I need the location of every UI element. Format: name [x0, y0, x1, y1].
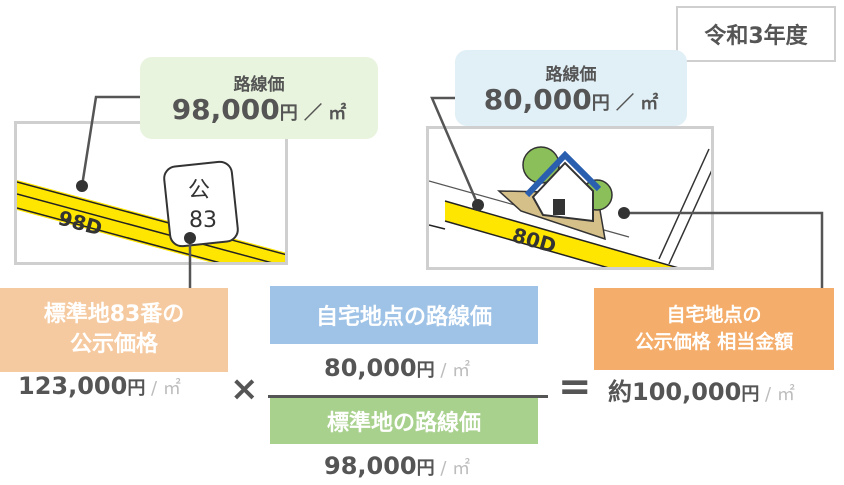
right-map-drawing: 80D: [429, 146, 711, 267]
right-road-price-caption: 路線価: [545, 65, 597, 86]
standard-land-marker: [184, 232, 196, 244]
left-price-leader: [80, 95, 140, 187]
left-road-price-caption: 路線価: [233, 75, 285, 96]
standard-land-sign-line2: 83: [189, 208, 217, 233]
left-road-price-callout: 路線価 98,000円 ／ ㎡: [140, 57, 378, 139]
standard-land-label-line2: 公示価格: [69, 332, 158, 357]
right-road-edge-bottom: [444, 220, 609, 267]
equivalent-price-value: 約100,000円 / ㎡: [608, 372, 795, 407]
home-point-road-price-label: 自宅地点の路線価: [270, 286, 538, 344]
left-road-price-unit: 円 ／ ㎡: [279, 103, 347, 125]
equivalent-label-line1: 自宅地点の: [666, 304, 762, 327]
multiply-operator: ×: [230, 369, 259, 409]
right-road-price-unit: 円 ／ ㎡: [591, 93, 659, 115]
house-icon: [531, 161, 594, 223]
standard-price-amount: 123,000: [18, 372, 128, 400]
right-road-price-value: 80,000円 ／ ㎡: [483, 83, 659, 117]
standard-road-price-yen: 円: [416, 458, 435, 479]
left-road-edge-bottom: [17, 207, 220, 262]
right-map-cross-road-a: [658, 148, 710, 260]
left-road-price-value: 98,000円 ／ ㎡: [171, 93, 347, 127]
right-map-cross-road-b: [668, 170, 711, 265]
right-road-price-callout: 路線価 80,000円 ／ ㎡: [455, 50, 687, 126]
house-roof-icon: [524, 150, 602, 198]
standard-road-price-amount: 98,000: [324, 452, 417, 480]
home-road-price-value: 80,000円 / ㎡: [324, 354, 470, 382]
fraction-line: [268, 395, 548, 398]
left-map: 98D 公 83: [14, 121, 288, 265]
equivalent-price-amount: 約100,000: [608, 378, 742, 406]
left-road-price-amount: 98,000: [171, 93, 280, 127]
right-road-edge-top: [444, 200, 678, 267]
standard-price-value: 123,000円 / ㎡: [18, 372, 181, 400]
home-point-marker: [618, 207, 630, 219]
standard-land-public-price-label: 標準地83番の 公示価格: [0, 288, 228, 372]
right-price-leader: [430, 96, 480, 206]
right-road-marker: [472, 199, 484, 211]
home-road-price-area: ㎡: [452, 360, 471, 381]
left-road-marker: [76, 180, 88, 192]
right-road-left-stub: [429, 224, 446, 230]
equivalent-price-yen: 円: [741, 384, 760, 405]
equivalent-price-area: ㎡: [776, 384, 795, 405]
home-point-leader: [624, 211, 824, 290]
standard-road-price-area: ㎡: [452, 458, 471, 479]
standard-land-label-line1: 標準地83番の: [43, 302, 185, 328]
standard-land-sign-line1: 公: [188, 178, 210, 203]
left-road-center: [17, 193, 272, 262]
year-badge: 令和3年度: [676, 6, 836, 62]
standard-land-sign: [163, 160, 239, 248]
home-road-price-yen: 円: [416, 360, 435, 381]
home-road-price-sep: /: [434, 360, 453, 381]
standard-price-area: ㎡: [162, 378, 181, 399]
left-road-edge-top: [17, 181, 285, 256]
equivalent-price-label: 自宅地点の 公示価格 相当金額: [594, 288, 834, 370]
standard-price-yen: 円: [127, 378, 146, 399]
standard-price-sep: /: [145, 378, 163, 399]
home-road-price-amount: 80,000: [324, 354, 417, 382]
standard-road-price-value: 98,000円 / ㎡: [324, 452, 470, 480]
equivalent-price-sep: /: [759, 384, 777, 405]
house-door-icon: [553, 199, 565, 215]
equivalent-label-line2: 公示価格 相当金額: [634, 331, 794, 353]
standard-road-price-sep: /: [434, 458, 453, 479]
standard-land-road-price-label: 標準地の路線価: [270, 398, 538, 444]
left-map-drawing: 98D 公 83: [17, 160, 285, 262]
equals-operator: =: [558, 364, 592, 410]
right-road-price-amount: 80,000: [483, 83, 592, 117]
